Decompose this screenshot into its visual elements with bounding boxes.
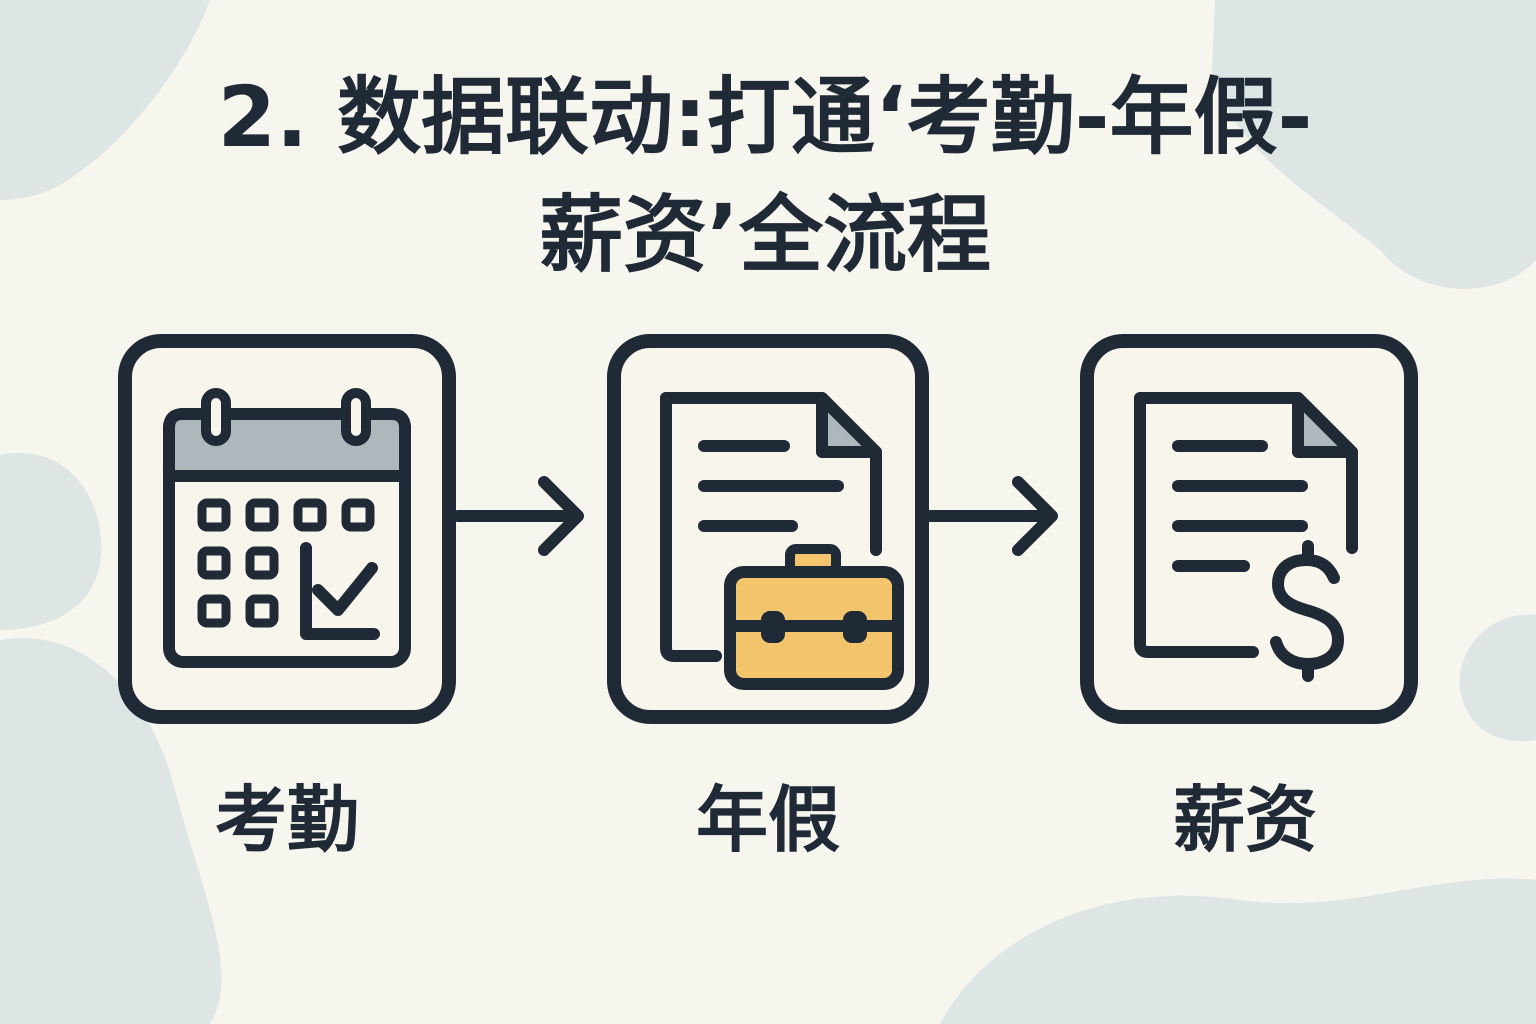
blob-bottom-right — [940, 878, 1536, 1024]
step-label-attendance: 考勤 — [214, 778, 359, 862]
blob-top-left — [0, 0, 210, 200]
blob-right-mid — [1459, 614, 1536, 742]
document-briefcase-icon — [660, 392, 904, 690]
document-dollar-icon — [1134, 392, 1358, 682]
calendar-check-icon — [163, 388, 411, 668]
step-label-leave: 年假 — [695, 778, 840, 862]
arrow-attendance-to-leave — [452, 476, 584, 556]
blob-top-right — [1212, 0, 1536, 289]
title-line-2: 薪资’全流程 — [539, 186, 991, 284]
title-line-1: 2. 数据联动:打通‘考勤-年假- — [217, 68, 1313, 166]
blob-bottom-left — [0, 637, 222, 1024]
arrow-leave-to-salary — [924, 476, 1058, 556]
blob-left-mid — [0, 452, 102, 630]
page-title: 2. 数据联动:打通‘考勤-年假- 薪资’全流程 — [70, 58, 1460, 294]
step-label-salary: 薪资 — [1172, 778, 1317, 862]
